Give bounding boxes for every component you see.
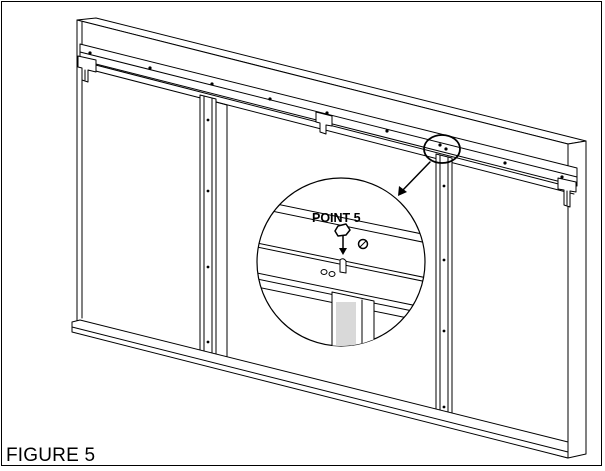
left-end-bracket bbox=[77, 55, 97, 83]
right-end-bracket bbox=[557, 177, 577, 208]
right-stile bbox=[433, 153, 455, 428]
fastener-dots bbox=[88, 51, 564, 409]
bottom-sill bbox=[71, 319, 569, 459]
detail-leader-arrow bbox=[400, 161, 431, 193]
detail-callout-circle bbox=[423, 134, 461, 164]
center-splice-bracket bbox=[315, 111, 333, 135]
left-stile bbox=[197, 94, 219, 365]
magnified-detail bbox=[256, 177, 426, 347]
point-5-label: POINT 5 bbox=[312, 211, 361, 225]
figure-caption: FIGURE 5 bbox=[6, 445, 96, 466]
